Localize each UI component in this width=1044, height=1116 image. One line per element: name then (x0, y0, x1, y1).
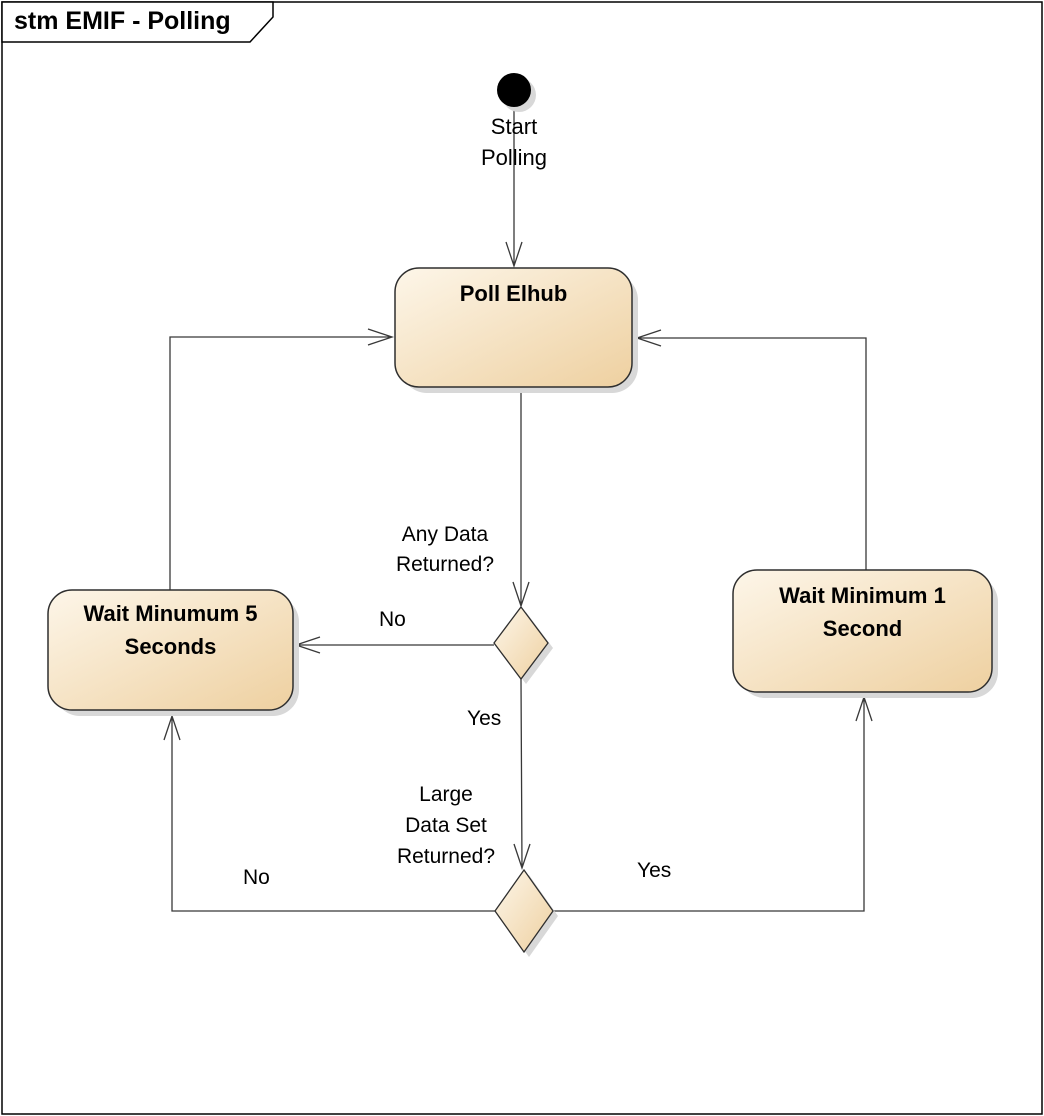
node-shadows (54, 78, 998, 957)
decision1-yes-label: Yes (467, 707, 502, 730)
initial-node[interactable] (497, 73, 531, 107)
edge-decision1-yes-to-decision2 (513, 678, 531, 871)
decision1-any-data-returned[interactable] (493, 605, 549, 681)
decision2-question-label: Large Data Set Returned? (396, 783, 496, 868)
edge-start-to-poll (505, 107, 523, 269)
state-wait-minumum-5-seconds[interactable] (47, 589, 294, 711)
edge-wait1-to-poll (634, 329, 867, 570)
initial-node-label: Start Polling (480, 114, 548, 170)
decision2-no-label: No (243, 866, 270, 889)
edge-decision2-yes-to-wait1 (553, 694, 873, 912)
decision2-large-data-set-returned[interactable] (494, 868, 554, 954)
state-wait5-label: Wait Minumum 5 Seconds (83, 601, 258, 659)
decision1-no-label: No (379, 608, 406, 631)
edge-wait5-to-poll (169, 328, 395, 590)
state-wait-minimum-1-second[interactable] (732, 569, 993, 693)
state-wait1-label: Wait Minimum 1 Second (779, 583, 946, 641)
state-poll-elhub[interactable] (394, 267, 633, 388)
decision1-question-label: Any Data Returned? (395, 523, 495, 576)
frame-title-tab (1, 1, 274, 43)
state-poll-elhub-label: Poll Elhub (459, 281, 568, 306)
edge-decision1-no-to-wait5 (293, 636, 494, 654)
frame-title: stm EMIF - Polling (14, 7, 231, 35)
decision2-yes-label: Yes (637, 859, 672, 882)
